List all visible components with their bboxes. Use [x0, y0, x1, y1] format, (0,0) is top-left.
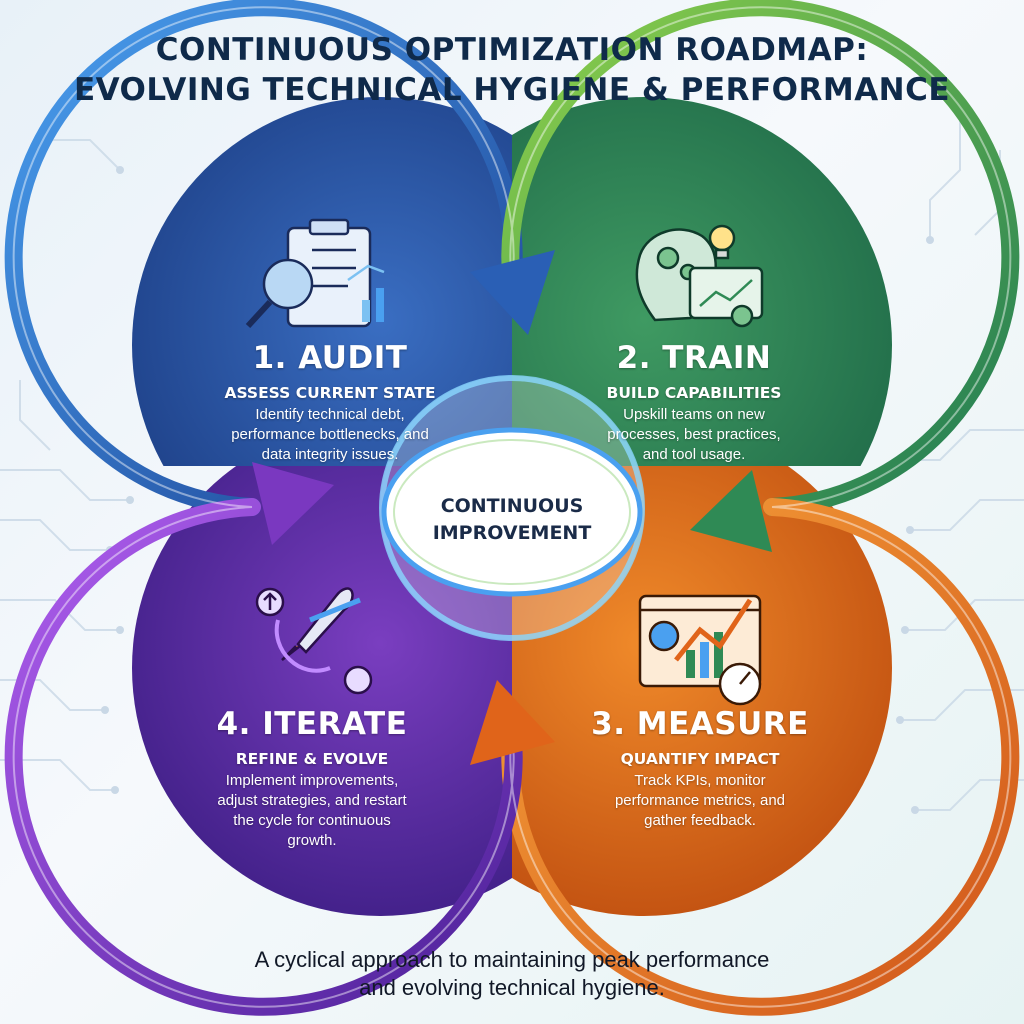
measure-quadrant: [512, 466, 892, 916]
audit-description: Identify technical debt, performance bot…: [231, 406, 429, 463]
iterate-heading: 4. ITERATE: [216, 706, 408, 742]
clipboard-magnifier-icon: [245, 218, 385, 329]
title-line-1: CONTINUOUS OPTIMIZATION ROADMAP:: [155, 32, 869, 68]
audit-arrow-head: [470, 250, 555, 335]
iterate-ring: [4, 498, 523, 1016]
page-title: CONTINUOUS OPTIMIZATION ROADMAP: EVOLVIN…: [0, 30, 1024, 110]
rocket-icon: [255, 587, 373, 695]
iterate-arrow-head: [252, 462, 334, 545]
hub-label: CONTINUOUS IMPROVEMENT: [392, 493, 632, 547]
measure-heading: 3. MEASURE: [591, 706, 809, 742]
audit-ring: [4, 0, 523, 516]
title-line-2: EVOLVING TECHNICAL HYGIENE & PERFORMANCE: [73, 72, 951, 108]
train-heading: 2. TRAIN: [616, 340, 772, 376]
measure-step: 3. MEASURE QUANTIFY IMPACT Track KPIs, m…: [560, 706, 840, 831]
footer-line-2: and evolving technical hygiene.: [359, 975, 665, 1000]
measure-arrow-head: [470, 680, 555, 765]
hub-ring: [381, 427, 643, 597]
measure-description: Track KPIs, monitor performance metrics,…: [614, 772, 786, 829]
dashboard-chart-gauge-icon: [638, 594, 762, 706]
audit-subheading: ASSESS CURRENT STATE: [224, 384, 436, 402]
train-subheading: BUILD CAPABILITIES: [606, 384, 782, 402]
audit-step: 1. AUDIT ASSESS CURRENT STATE Identify t…: [190, 340, 470, 465]
iterate-step: 4. ITERATE REFINE & EVOLVE Implement imp…: [172, 706, 452, 851]
head-gears-lightbulb-icon: [635, 224, 764, 328]
hub-label-line-2: IMPROVEMENT: [432, 522, 592, 544]
audit-heading: 1. AUDIT: [252, 340, 408, 376]
measure-ring: [501, 498, 1020, 1016]
train-ring: [501, 0, 1020, 516]
footer-line-1: A cyclical approach to maintaining peak …: [254, 947, 770, 972]
hub-label-line-1: CONTINUOUS: [440, 495, 584, 517]
train-description: Upskill teams on new processes, best pra…: [607, 406, 781, 463]
iterate-description: Implement improvements, adjust strategie…: [217, 772, 407, 849]
footer-caption: A cyclical approach to maintaining peak …: [0, 946, 1024, 1002]
train-step: 2. TRAIN BUILD CAPABILITIES Upskill team…: [554, 340, 834, 465]
train-arrow-head: [690, 470, 772, 552]
measure-subheading: QUANTIFY IMPACT: [620, 750, 780, 768]
iterate-quadrant: [132, 466, 512, 916]
iterate-subheading: REFINE & EVOLVE: [235, 750, 389, 768]
